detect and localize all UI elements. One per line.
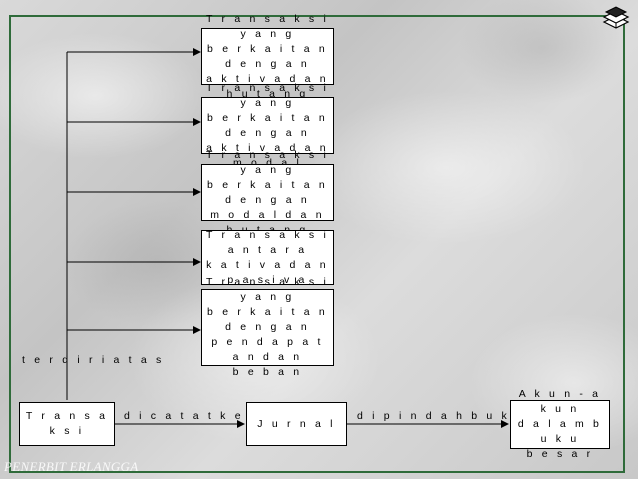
ledger-accounts-box: A k u n - a k u n d a l a m b u k u b e … — [510, 388, 610, 460]
transaksi-box: T r a n s a k s i — [19, 402, 115, 446]
category-box-2: T r a n s a k s i y a n g b e r k a i t … — [201, 82, 334, 169]
books-logo-icon — [602, 6, 630, 29]
jurnal-box: J u r n a l — [246, 402, 347, 446]
slide-frame — [9, 15, 625, 473]
publisher-watermark: PENERBIT ERLANGGA — [4, 459, 139, 474]
category-box-4: T r a n s a k s i a n t a r a k a t i v … — [201, 229, 334, 286]
category-box-1: T r a n s a k s i y a n g b e r k a i t … — [201, 13, 334, 100]
consists-of-label: t e r d i r i a t a s — [22, 354, 165, 366]
category-box-5: T r a n s a k s i y a n g b e r k a i t … — [201, 276, 334, 378]
category-box-3: T r a n s a k s i y a n g b e r k a i t … — [201, 149, 334, 236]
